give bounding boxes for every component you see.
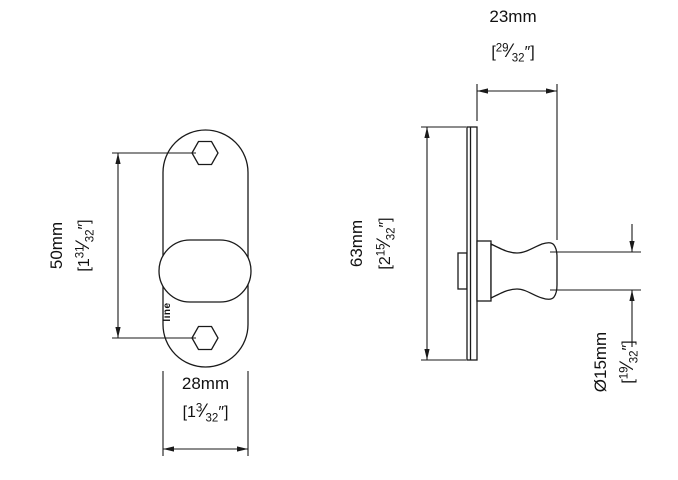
side-view: 23mm [29⁄32″] 63mm [215⁄32″] Ø15mm [19⁄3… <box>347 7 641 392</box>
knob-depth-inch-label: [29⁄32″] <box>491 41 534 65</box>
front-width-dimension: 28mm [13⁄32″] <box>162 371 249 456</box>
inch-prefix: [ <box>620 379 637 384</box>
fraction-slash: ⁄ <box>505 41 515 62</box>
knob-collar <box>476 240 492 302</box>
fraction-numerator: 15 <box>376 243 388 256</box>
fraction-numerator: 3 <box>196 403 202 415</box>
fraction-denominator: 32 <box>512 53 525 65</box>
top-hex-screw-icon <box>191 140 219 166</box>
fraction-denominator: 32 <box>629 350 641 363</box>
inch-suffix: ″] <box>218 404 228 421</box>
side-height-mm-label: 63mm <box>347 220 366 267</box>
fraction-denominator: 32 <box>386 227 398 240</box>
inch-suffix: ″] <box>76 219 93 229</box>
knob-diameter-dimension: Ø15mm [19⁄32″] <box>550 224 641 392</box>
fraction-slash: ⁄ <box>73 239 94 249</box>
knob-diameter-inch-label: [19⁄32″] <box>617 340 641 383</box>
fraction-denominator: 32 <box>85 229 97 242</box>
front-width-inch-label: [13⁄32″] <box>183 401 229 425</box>
inch-suffix: ″] <box>377 217 394 227</box>
inch-prefix: [2 <box>377 256 394 269</box>
fraction-numerator: 29 <box>496 43 509 55</box>
inch-suffix: ″] <box>620 340 637 350</box>
side-plate-profile <box>466 126 478 361</box>
thumbturn <box>158 239 252 303</box>
bottom-hex-screw-icon <box>191 325 219 351</box>
side-height-dimension: 63mm [215⁄32″] <box>347 126 466 361</box>
fraction-slash: ⁄ <box>617 360 638 370</box>
knob-profile <box>490 242 558 300</box>
side-height-inch-label: [215⁄32″] <box>374 217 398 269</box>
brand-logo: line <box>162 302 173 321</box>
front-height-mm-label: 50mm <box>47 222 66 269</box>
front-view: line 50mm [131⁄32″] 28mm [13⁄32″] <box>47 129 252 456</box>
front-width-mm-label: 28mm <box>182 374 229 393</box>
inch-prefix: [ <box>491 44 496 61</box>
inch-prefix: [1 <box>76 258 93 271</box>
fraction-numerator: 31 <box>75 245 87 258</box>
knob-depth-mm-label: 23mm <box>489 7 536 26</box>
fraction-numerator: 19 <box>619 366 631 379</box>
spindle-profile <box>457 252 468 290</box>
front-height-inch-label: [131⁄32″] <box>73 219 97 271</box>
knob-depth-dimension: 23mm [29⁄32″] <box>476 7 558 240</box>
fraction-denominator: 32 <box>206 413 219 425</box>
inch-prefix: [1 <box>183 404 196 421</box>
inch-suffix: ″] <box>525 44 535 61</box>
knob-diameter-mm-label: Ø15mm <box>591 332 610 392</box>
fraction-slash: ⁄ <box>198 401 208 422</box>
fraction-slash: ⁄ <box>374 237 395 247</box>
front-height-dimension: 50mm [131⁄32″] <box>47 152 196 339</box>
